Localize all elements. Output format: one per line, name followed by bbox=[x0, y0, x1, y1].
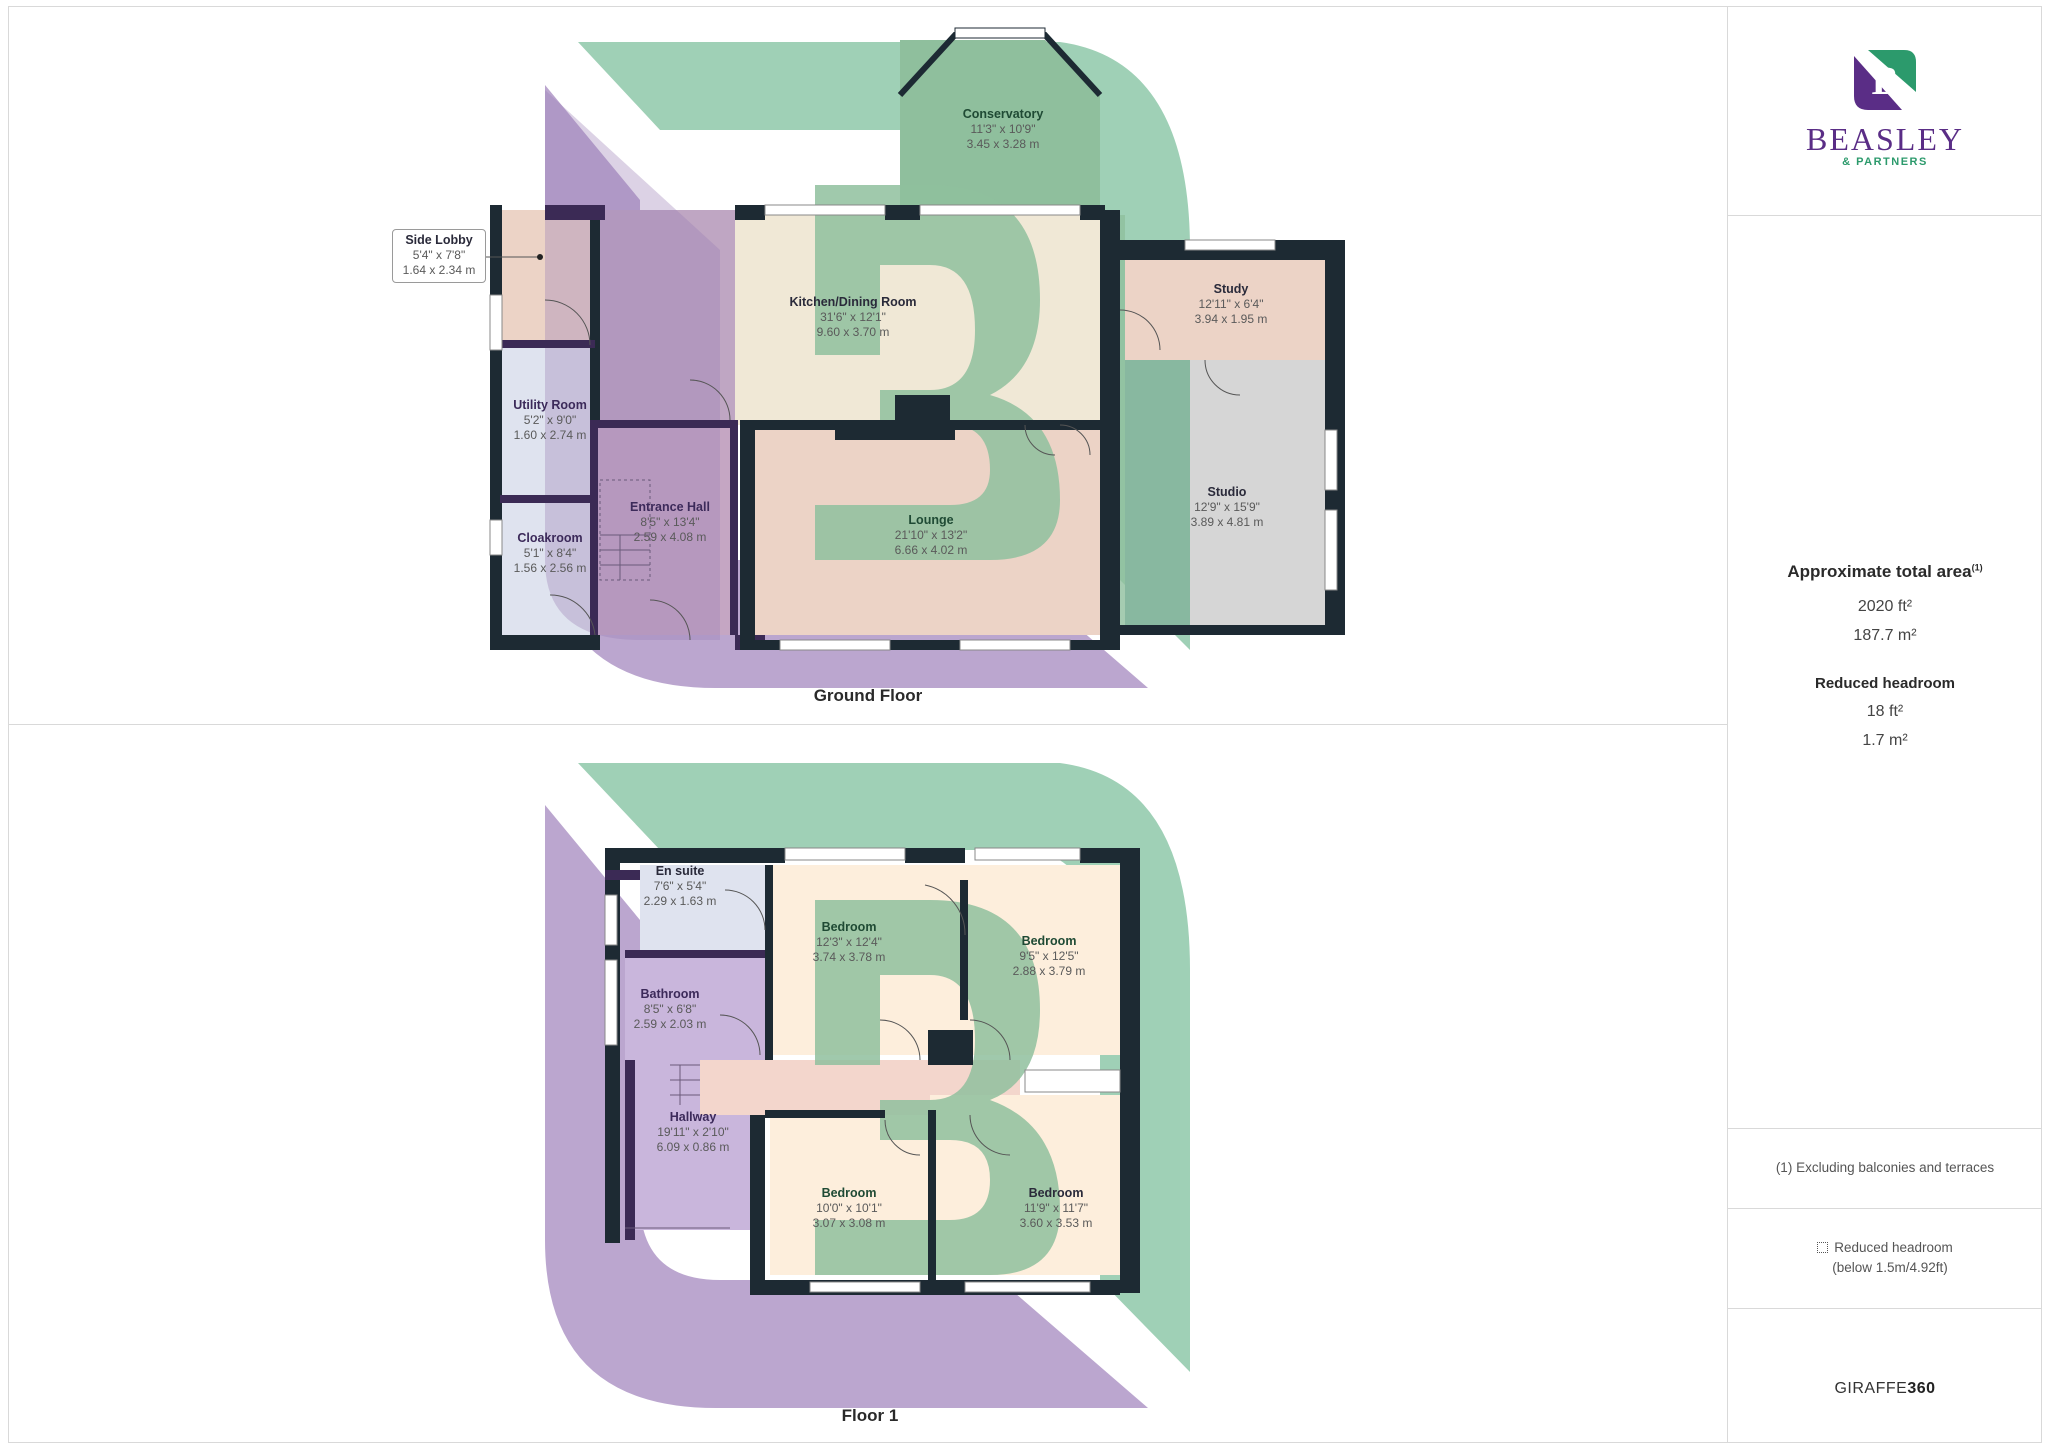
total-area-title: Approximate total area(1) bbox=[1787, 562, 1983, 581]
room-label-hallway: Hallway 19'11" x 2'10" 6.09 x 0.86 m bbox=[656, 1110, 730, 1154]
total-area-ft: 2020 ft² bbox=[1857, 598, 1913, 615]
brand-logo: B BEASLEY & PARTNERS bbox=[1780, 48, 1990, 168]
room-label-bedroom-3: Bedroom 10'0" x 10'1" 3.07 x 3.08 m bbox=[812, 1186, 886, 1230]
legend-reduced-headroom-detail: (below 1.5m/4.92ft) bbox=[1832, 1260, 1948, 1275]
room-label-utility-room: Utility Room 5'2" x 9'0" 1.60 x 2.74 m bbox=[513, 398, 587, 442]
room-label-studio: Studio 12'9" x 15'9" 3.89 x 4.81 m bbox=[1190, 485, 1264, 529]
room-label-lounge: Lounge 21'10" x 13'2" 6.66 x 4.02 m bbox=[894, 513, 968, 557]
room-label-side-lobby: Side Lobby 5'4" x 7'8" 1.64 x 2.34 m bbox=[392, 229, 486, 283]
sidebar-divider bbox=[1727, 6, 1728, 1443]
sidebar-divider-3 bbox=[1727, 1208, 2042, 1209]
floor-title-first: Floor 1 bbox=[841, 1406, 899, 1425]
giraffe360-credit: GIRAFFE360 bbox=[1834, 1380, 1936, 1397]
room-label-en-suite: En suite 7'6" x 5'4" 2.29 x 1.63 m bbox=[643, 864, 717, 908]
room-label-cloakroom: Cloakroom 5'1" x 8'4" 1.56 x 2.56 m bbox=[513, 531, 587, 575]
room-label-study: Study 12'11" x 6'4" 3.94 x 1.95 m bbox=[1194, 282, 1268, 326]
floor-divider bbox=[8, 724, 1727, 725]
room-label-bathroom: Bathroom 8'5" x 6'8" 2.59 x 2.03 m bbox=[633, 987, 707, 1031]
room-label-entrance-hall: Entrance Hall 8'5" x 13'4" 2.59 x 4.08 m bbox=[630, 500, 710, 544]
legend-reduced-headroom: Reduced headroom bbox=[1728, 1240, 2042, 1255]
brand-name: BEASLEY bbox=[1806, 121, 1964, 157]
room-label-bedroom-4: Bedroom 11'9" x 11'7" 3.60 x 3.53 m bbox=[1019, 1186, 1093, 1230]
reduced-headroom-title: Reduced headroom bbox=[1814, 675, 1956, 692]
dotted-square-icon bbox=[1817, 1242, 1829, 1253]
svg-text:B: B bbox=[1872, 58, 1899, 103]
brand-subtitle: & PARTNERS bbox=[1842, 156, 1928, 168]
room-label-kitchen-dining: Kitchen/Dining Room 31'6" x 12'1" 9.60 x… bbox=[789, 295, 917, 339]
floor-title-ground: Ground Floor bbox=[813, 686, 923, 705]
room-label-bedroom-2: Bedroom 9'5" x 12'5" 2.88 x 3.79 m bbox=[1012, 934, 1086, 978]
reduced-headroom-ft: 18 ft² bbox=[1866, 703, 1904, 720]
room-label-conservatory: Conservatory 11'3" x 10'9" 3.45 x 3.28 m bbox=[962, 107, 1044, 151]
sidebar-divider-4 bbox=[1727, 1308, 2042, 1309]
floor-plan-drawing bbox=[484, 27, 1345, 1409]
sidebar-divider-2 bbox=[1727, 1128, 2042, 1129]
room-label-bedroom-1: Bedroom 12'3" x 12'4" 3.74 x 3.78 m bbox=[812, 920, 886, 964]
reduced-headroom-m: 1.7 m² bbox=[1862, 732, 1908, 749]
brand-mark-icon: B bbox=[1854, 50, 1916, 110]
total-area-m: 187.7 m² bbox=[1853, 627, 1917, 644]
footnote-excluding: (1) Excluding balconies and terraces bbox=[1775, 1160, 1995, 1175]
sidebar-divider-1 bbox=[1727, 215, 2042, 216]
